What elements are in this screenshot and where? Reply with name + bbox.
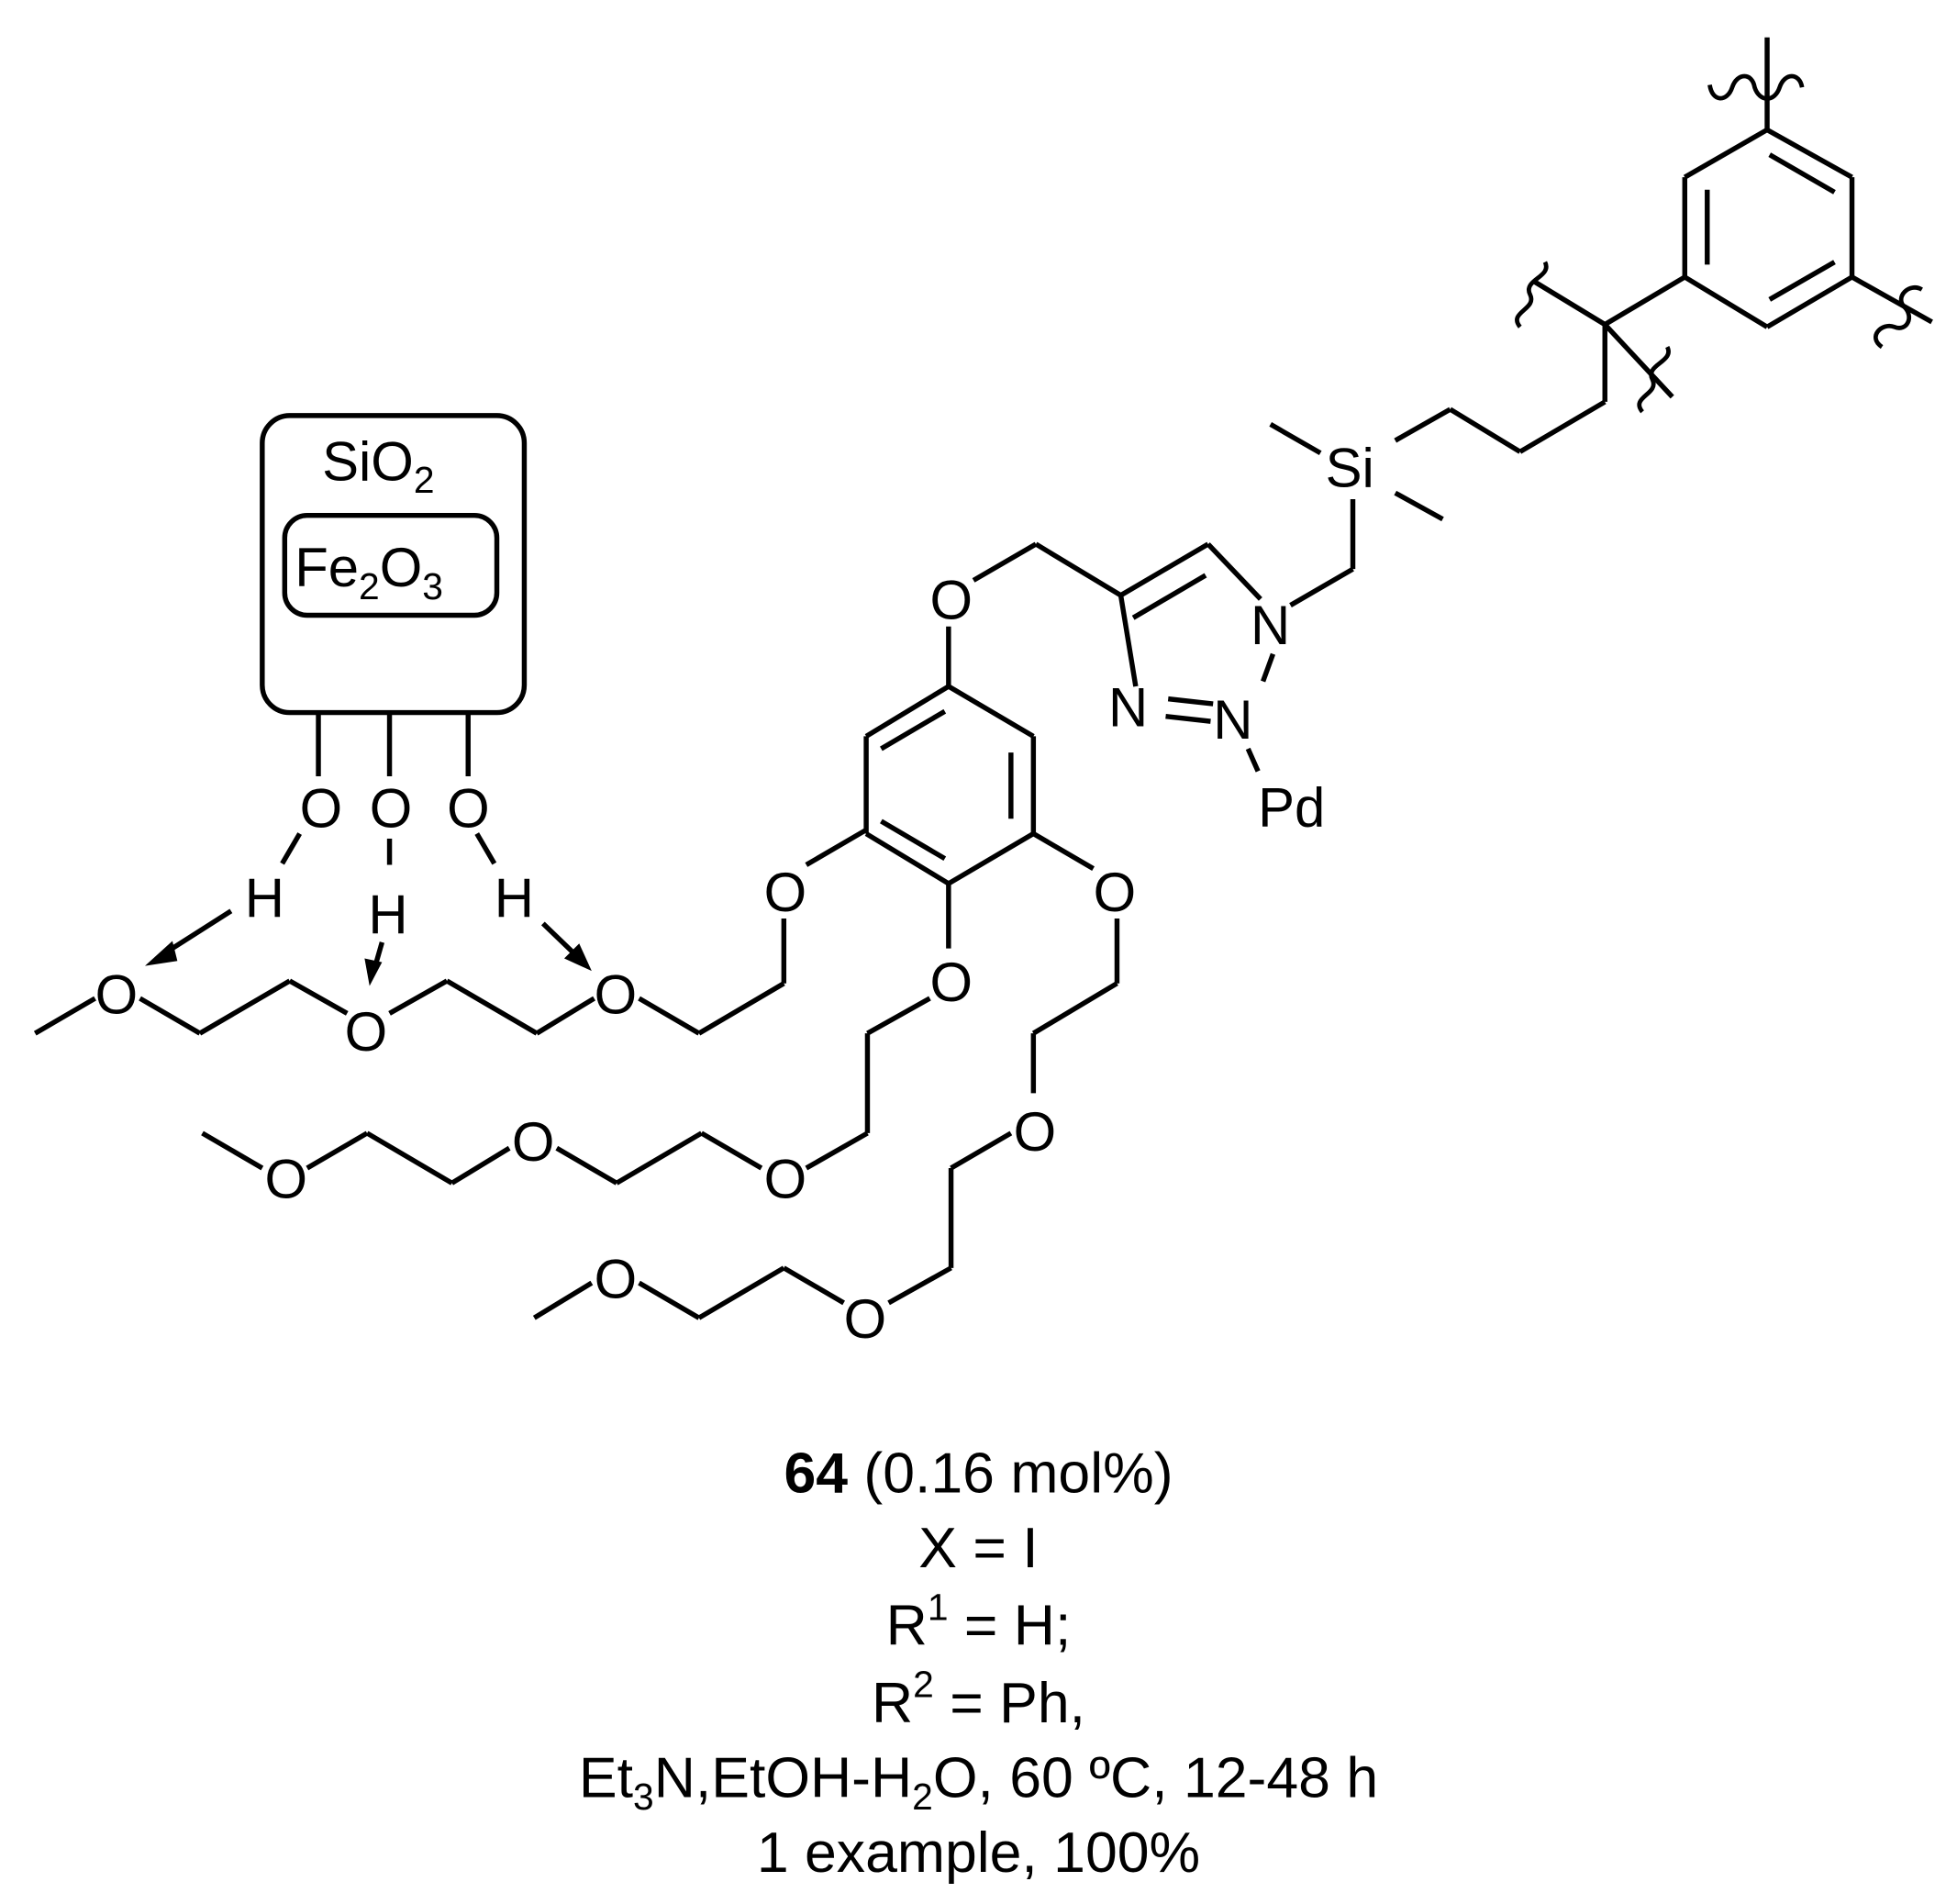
atom-H: H [245, 868, 284, 930]
hbond-arrow-icon [144, 941, 178, 966]
atom-O: O [300, 778, 343, 840]
reaction-conditions: 64 (0.16 mol%) X = I R1 = H; R2 = Ph, Et… [579, 1442, 1378, 1885]
atom-O: O [764, 862, 807, 923]
wavy-bond-icon [1707, 73, 1805, 101]
atom-O: O [929, 570, 973, 631]
iron-oxide-label: Fe2O3 [295, 537, 443, 607]
atom-H: H [368, 884, 407, 945]
atom-O: O [844, 1288, 887, 1350]
atom-O: O [764, 1149, 807, 1210]
halide-line: X = I [918, 1516, 1038, 1580]
hbond-arrow-icon [364, 958, 383, 986]
atom-O: O [1094, 862, 1137, 923]
atom-O: O [1014, 1101, 1057, 1163]
atom-O: O [595, 1248, 638, 1309]
silica-label: SiO2 [322, 431, 434, 502]
catalyst-loading: 64 (0.16 mol%) [784, 1442, 1173, 1506]
r2-line: R2 = Ph, [872, 1664, 1085, 1735]
atom-H: H [495, 868, 534, 930]
atom-O: O [447, 778, 490, 840]
triazole-pd: N N N Pd [1108, 499, 1356, 838]
wavy-bond-icon [1637, 346, 1671, 414]
atom-O: O [95, 963, 139, 1025]
atom-O: O [265, 1149, 308, 1210]
atom-O: O [595, 963, 638, 1025]
wavy-bond-icon [1874, 285, 1923, 350]
peg-chain-1: O O O O [33, 828, 868, 1063]
atom-O: O [929, 952, 973, 1013]
silica-shell-box [260, 413, 528, 716]
iron-oxide-core-box [282, 512, 500, 618]
magnetic-support: SiO2 Fe2O3 O O O H H H [144, 413, 592, 986]
peg-chain-3: O O O [532, 918, 1120, 1350]
gallate-ring: O O O [863, 541, 1137, 1013]
atom-N: N [1213, 689, 1252, 751]
atom-O: O [370, 778, 413, 840]
yield-line: 1 example, 100% [757, 1820, 1200, 1885]
silane-linker: Si [1269, 261, 1686, 522]
hbond-arrow-icon [563, 943, 592, 972]
peg-chain-2: O O O [201, 996, 931, 1210]
atom-Pd: Pd [1258, 776, 1325, 838]
aryl-core-ring [1682, 37, 1933, 350]
atom-Si: Si [1326, 437, 1374, 498]
atom-O: O [512, 1111, 555, 1173]
r1-line: R1 = H; [886, 1586, 1072, 1657]
atom-N: N [1251, 595, 1290, 656]
atom-N: N [1108, 677, 1148, 739]
wavy-bond-icon [1515, 261, 1549, 328]
conditions-line: Et3N,EtOH-H2O, 60 ºC, 12-48 h [579, 1745, 1378, 1818]
atom-O: O [345, 1001, 388, 1063]
